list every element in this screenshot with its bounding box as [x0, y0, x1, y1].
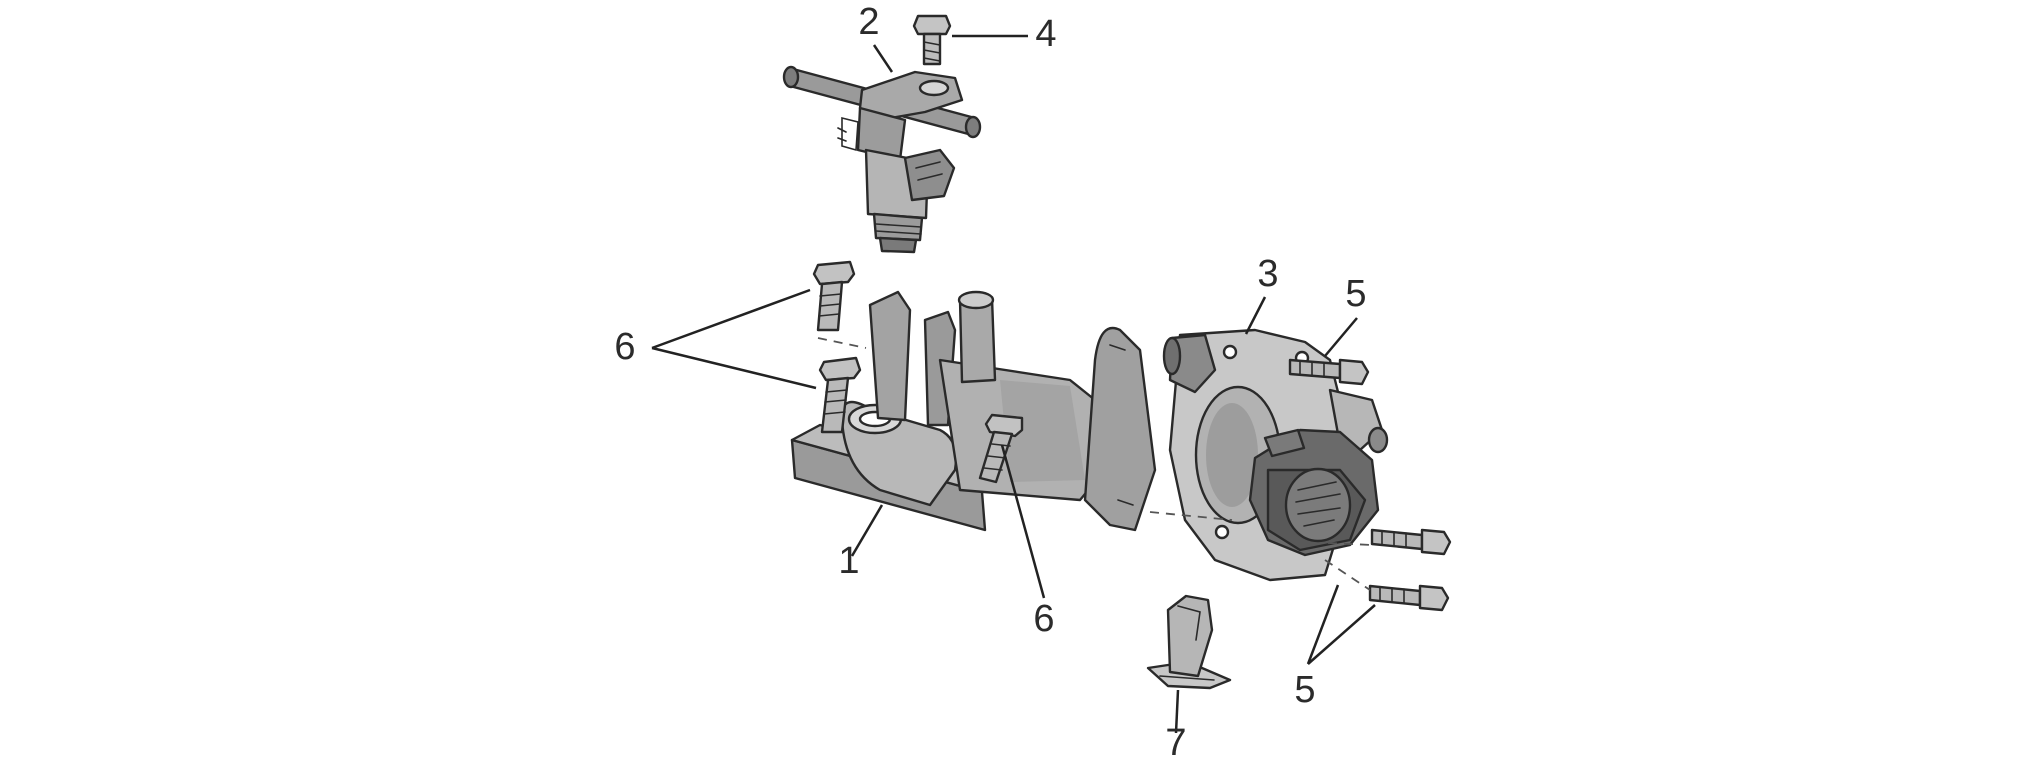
label-part-6-left: 6 [614, 326, 635, 368]
leader-lines [651, 34, 1376, 734]
label-part-3: 3 [1257, 253, 1278, 295]
manifold-screw-mid-left [818, 356, 862, 434]
manifold-screw-top-left [812, 260, 856, 332]
label-part-7: 7 [1165, 722, 1186, 761]
label-part-1: 1 [838, 540, 859, 582]
mounting-bracket [1146, 594, 1232, 690]
label-part-6-center: 6 [1033, 598, 1054, 640]
label-part-2: 2 [858, 1, 879, 43]
intake-manifold [790, 290, 1157, 532]
injector-screw [912, 14, 952, 66]
fuel-injector-assembly [782, 65, 982, 254]
label-part-4: 4 [1035, 13, 1056, 55]
label-part-5-lower: 5 [1294, 669, 1315, 711]
alignment-lines [817, 337, 1373, 591]
label-part-5-upper: 5 [1345, 273, 1366, 315]
throttle-screw-lower-1 [1370, 528, 1452, 556]
throttle-screw-lower-2 [1368, 584, 1450, 612]
throttle-screw-upper [1288, 358, 1370, 386]
manifold-screw-center [978, 413, 1024, 484]
